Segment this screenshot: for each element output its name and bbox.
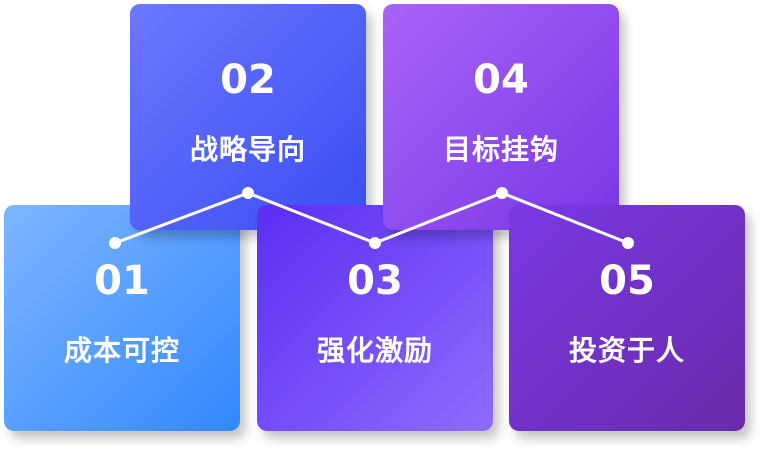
step-label: 投资于人: [568, 334, 685, 367]
step-label: 战略导向: [189, 133, 306, 166]
step-number: 04: [473, 57, 529, 103]
node-dot: [496, 187, 508, 199]
step-card-03: 03 强化激励: [257, 205, 493, 431]
step-label: 目标挂钩: [442, 133, 559, 166]
step-number: 03: [347, 258, 403, 304]
step-card-01: 01 成本可控: [4, 205, 240, 431]
node-dot: [622, 237, 634, 249]
step-number: 02: [220, 57, 276, 103]
step-label: 强化激励: [316, 334, 433, 367]
step-number: 05: [599, 258, 655, 304]
step-label: 成本可控: [63, 334, 180, 367]
step-card-02: 02 战略导向: [130, 4, 366, 230]
step-number: 01: [94, 258, 150, 304]
node-dot: [242, 187, 254, 199]
zigzag-line: [114, 191, 629, 245]
node-dot: [369, 237, 381, 249]
node-dot: [109, 237, 121, 249]
